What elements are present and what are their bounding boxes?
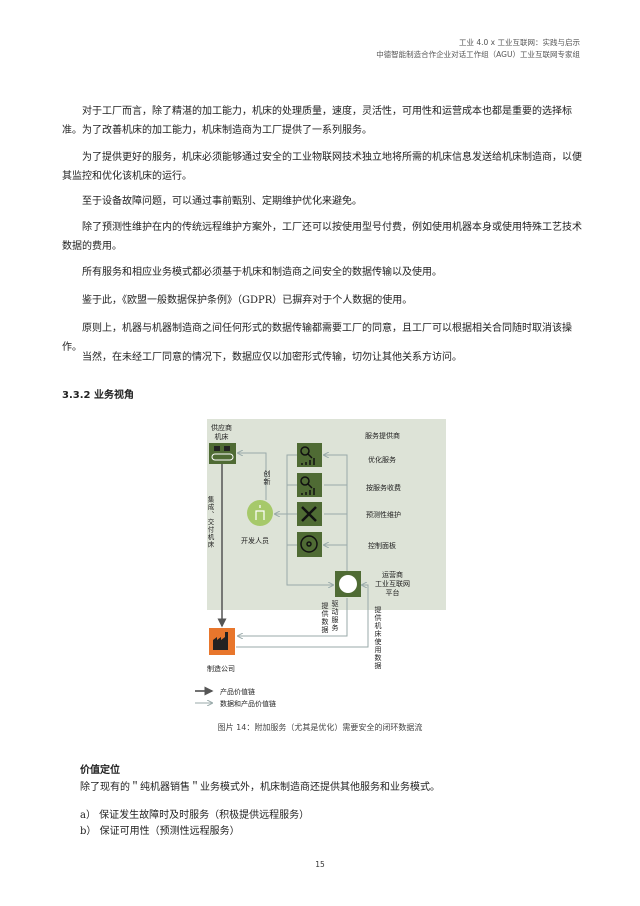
developer-icon — [247, 500, 273, 526]
innovation-arrow — [238, 453, 267, 500]
header-title: 工业 4.0 x 工业互联网：实践与启示 — [458, 38, 580, 47]
drive-service-label: 驱动服务 — [331, 600, 339, 632]
supplier-label: 供应商 机床 — [211, 424, 232, 441]
service-label: 控制面板 — [368, 542, 396, 550]
platform-label: 运营商 工业互联网 平台 — [375, 571, 410, 597]
paragraph: 对于工厂而言，除了精湛的加工能力，机床的处理质量，速度，灵活性，可用性和运营成本… — [62, 106, 572, 136]
machine-data-label: 提供机床使用数据 — [374, 606, 382, 670]
page-number: 15 — [315, 860, 325, 869]
provide-data-label: 提供数据 — [321, 602, 329, 634]
manufacturer-label: 制造公司 — [207, 665, 235, 673]
legend-data: 数据和产品价值链 — [220, 700, 276, 708]
paragraph: 原则上，机器与机器制造商之间任何形式的数据传输都需要工厂的同意，且工厂可以根据相… — [62, 323, 572, 353]
service-provider-label: 服务提供商 — [365, 432, 400, 440]
figure-caption: 图片 14：附加服务（尤其是优化）需要安全的闭环数据流 — [217, 723, 423, 732]
paragraph: 当然，在未经工厂同意的情况下，数据应仅以加密形式传输，切勿让其他关系方访问。 — [82, 352, 462, 363]
paragraph: 鉴于此，《欧盟一般数据保护条例》（GDPR）已摒弃对于个人数据的使用。 — [82, 295, 413, 306]
developer-label: 开发人员 — [241, 537, 269, 545]
list-item: a） 保证发生故障时及时服务（积极提供远程服务） — [80, 810, 310, 821]
service-label: 按服务收费 — [366, 484, 401, 492]
integrate-label: 集成、交付机床 — [206, 496, 214, 549]
legend-product: 产品价值链 — [220, 688, 255, 696]
paragraph: 为了提供更好的服务，机床必须能够通过安全的工业物联网技术独立地将所需的机床信息发… — [62, 152, 582, 182]
paragraph: 除了现有的＂纯机器销售＂业务模式外，机床制造商还提供其他服务和业务模式。 — [80, 782, 440, 793]
factory-icon — [209, 628, 235, 655]
service-label: 预测性维护 — [366, 511, 401, 519]
innovation-label: 创新 — [263, 470, 271, 486]
list-item: b） 保证可用性（预测性远程服务） — [80, 826, 240, 837]
paragraph: 所有服务和相应业务模式都必须基于机床和制造商之间安全的数据传输以及使用。 — [82, 267, 442, 278]
subheading: 价值定位 — [80, 765, 120, 776]
supplier-machine-icon — [209, 443, 236, 464]
service-label: 优化服务 — [368, 456, 396, 464]
paragraph: 至于设备故障问题，可以通过事前甄别、定期维护优化来避免。 — [82, 196, 362, 207]
header-subtitle: 中德智能制造合作企业对话工作组（AGU）工业互联网专家组 — [376, 50, 580, 59]
section-heading: 3.3.2 业务视角 — [62, 390, 134, 401]
paragraph: 除了预测性维护在内的传统远程维护方案外，工厂还可以按使用型号付费，例如使用机器本… — [62, 222, 582, 252]
